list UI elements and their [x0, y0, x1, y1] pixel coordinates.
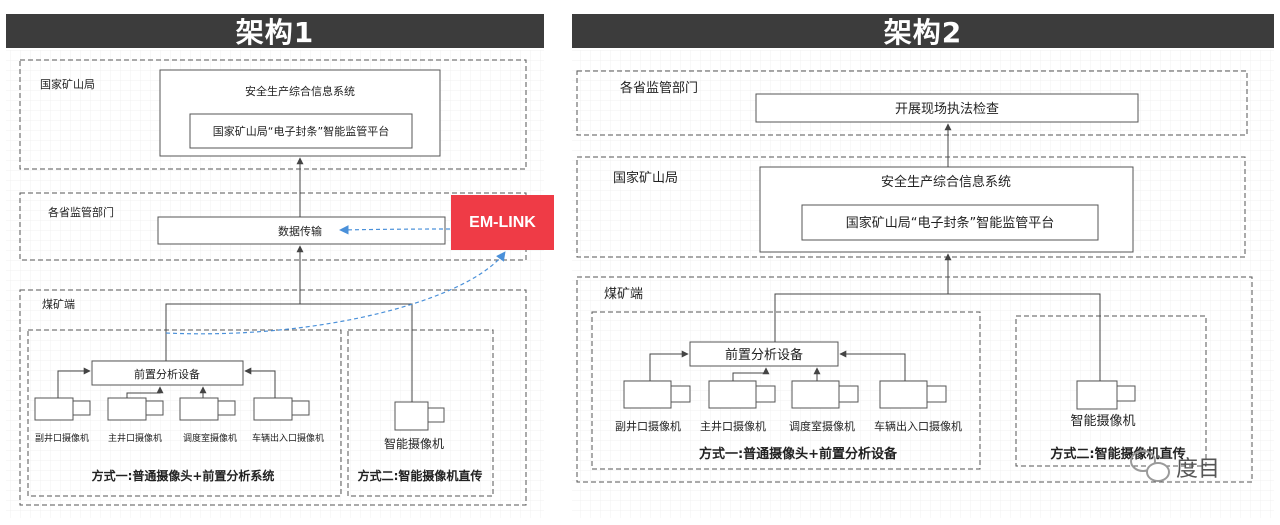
arch2-inspection-label: 开展现场执法检查	[895, 102, 999, 117]
arch1-method2-zone	[347, 329, 494, 497]
arch2-method2-label: 方式二:智能摄像机直传	[1050, 446, 1185, 462]
arch2-smart-camera-label: 智能摄像机	[1070, 414, 1135, 429]
arch2-coal-mine-label: 煤矿端	[604, 287, 643, 302]
arch1-method1-label: 方式一:普通摄像头+前置分析系统	[92, 468, 275, 483]
arch1-method2-label: 方式二:智能摄像机直传	[358, 468, 483, 483]
arch2-camera-label-4: 车辆出入口摄像机	[874, 419, 962, 433]
arch1-data-transfer-label: 数据传输	[278, 224, 322, 238]
arch1-front-device-box	[91, 360, 244, 386]
watermark-label: 度目	[1176, 457, 1220, 482]
arch1-front-device-label: 前置分析设备	[134, 367, 200, 381]
arch1-em-link-paths	[165, 225, 506, 335]
arch1-camera-label-4: 车辆出入口摄像机	[252, 432, 324, 444]
arch2-camera-3	[791, 380, 859, 409]
arch2-method2-zone	[1015, 315, 1207, 467]
arch2-method1-label: 方式一:普通摄像头+前置分析设备	[699, 446, 898, 462]
arch2-front-device-label: 前置分析设备	[725, 347, 803, 363]
arch2-seal-platform-label: 国家矿山局“电子封条”智能监管平台	[846, 215, 1054, 231]
arch2-method1-zone	[591, 311, 981, 470]
arch2-diagram	[576, 70, 1253, 483]
arch2-camera-label-2: 主井口摄像机	[700, 419, 766, 433]
arch1-safety-system-label: 安全生产综合信息系统	[245, 84, 355, 98]
arch2-inspection-box	[755, 93, 1139, 123]
arch1-seal-platform-label: 国家矿山局“电子封条”智能监管平台	[213, 124, 389, 138]
arch1-diagram	[19, 59, 527, 506]
arch1-coal-mine-zone	[19, 289, 527, 506]
arch1-national-bureau-label: 国家矿山局	[40, 77, 95, 91]
arch1-camera-label-2: 主井口摄像机	[108, 432, 162, 444]
arch1-provincial-label: 各省监管部门	[48, 205, 114, 219]
arch1-data-transfer-box	[157, 216, 446, 245]
arch2-connectors	[649, 123, 1101, 381]
arch2-provincial-zone	[576, 70, 1248, 136]
arch1-seal-platform-box	[189, 113, 413, 149]
arch2-national-bureau-label: 国家矿山局	[613, 170, 678, 186]
arch2-grid-bg	[572, 50, 1274, 518]
arch2-camera-4	[879, 380, 947, 409]
wechat-icon	[1130, 450, 1170, 482]
arch1-camera-3	[179, 397, 236, 421]
arch2-provincial-label: 各省监管部门	[620, 80, 698, 96]
arch2-camera-1	[623, 380, 691, 409]
arch1-smart-camera-label: 智能摄像机	[384, 436, 444, 451]
arch1-camera-2	[107, 397, 164, 421]
arch1-camera-4	[253, 397, 310, 421]
arch1-camera-label-1: 副井口摄像机	[35, 432, 89, 444]
arch2-coal-mine-zone	[576, 276, 1253, 483]
arch2-seal-platform-box	[801, 204, 1099, 241]
arch2-camera-label-1: 副井口摄像机	[615, 419, 681, 433]
arch1-camera-1	[34, 397, 91, 421]
arch2-camera-label-3: 调度室摄像机	[789, 419, 855, 433]
arch1-title-bar: 架构1	[6, 14, 544, 49]
arch2-camera-2	[708, 380, 776, 409]
arch2-front-device-box	[689, 341, 839, 367]
arch2-smart-camera-icon	[1076, 380, 1136, 410]
arch2-safety-system-label: 安全生产综合信息系统	[881, 174, 1011, 190]
arch1-method1-zone	[27, 329, 342, 497]
arch1-camera-label-3: 调度室摄像机	[183, 432, 237, 444]
watermark: 度目	[1130, 450, 1220, 482]
arch2-title-bar: 架构2	[572, 14, 1274, 49]
arch1-coal-mine-label: 煤矿端	[42, 298, 75, 311]
em-link-badge: EM-LINK	[451, 195, 554, 250]
arch1-national-bureau-zone	[19, 59, 527, 170]
